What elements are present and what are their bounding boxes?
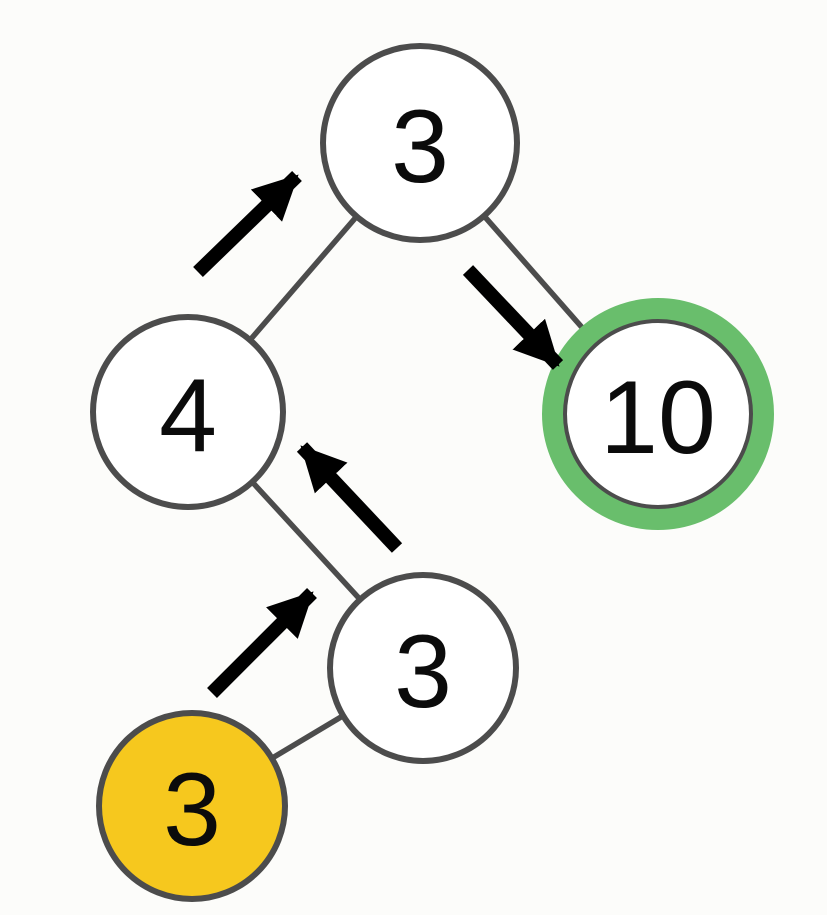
node-label-left-right-left: 3 bbox=[163, 752, 221, 868]
tree-node-right: 10 bbox=[542, 298, 774, 530]
traversal-arrow-left-right-to-left bbox=[296, 442, 403, 553]
highlight-ring-right bbox=[542, 298, 774, 530]
tree-node-left-right-left: 3 bbox=[96, 710, 288, 902]
node-label-root: 3 bbox=[391, 89, 449, 205]
node-label-left: 4 bbox=[159, 358, 217, 474]
tree-node-left: 4 bbox=[90, 314, 286, 510]
node-label-right: 10 bbox=[600, 360, 716, 476]
node-circle-right bbox=[563, 319, 753, 509]
node-circle-root bbox=[320, 43, 520, 243]
node-label-left-right: 3 bbox=[394, 614, 452, 730]
node-circle-left bbox=[90, 314, 286, 510]
tree-node-left-right: 3 bbox=[327, 572, 519, 764]
traversal-arrow-left-to-root bbox=[193, 170, 302, 278]
tree-node-root: 3 bbox=[320, 43, 520, 243]
traversal-arrow-left-right-left-to-left-right bbox=[207, 588, 317, 698]
node-circle-left-right bbox=[327, 572, 519, 764]
node-circle-left-right-left bbox=[96, 710, 288, 902]
traversal-arrow-root-to-right bbox=[462, 265, 564, 370]
